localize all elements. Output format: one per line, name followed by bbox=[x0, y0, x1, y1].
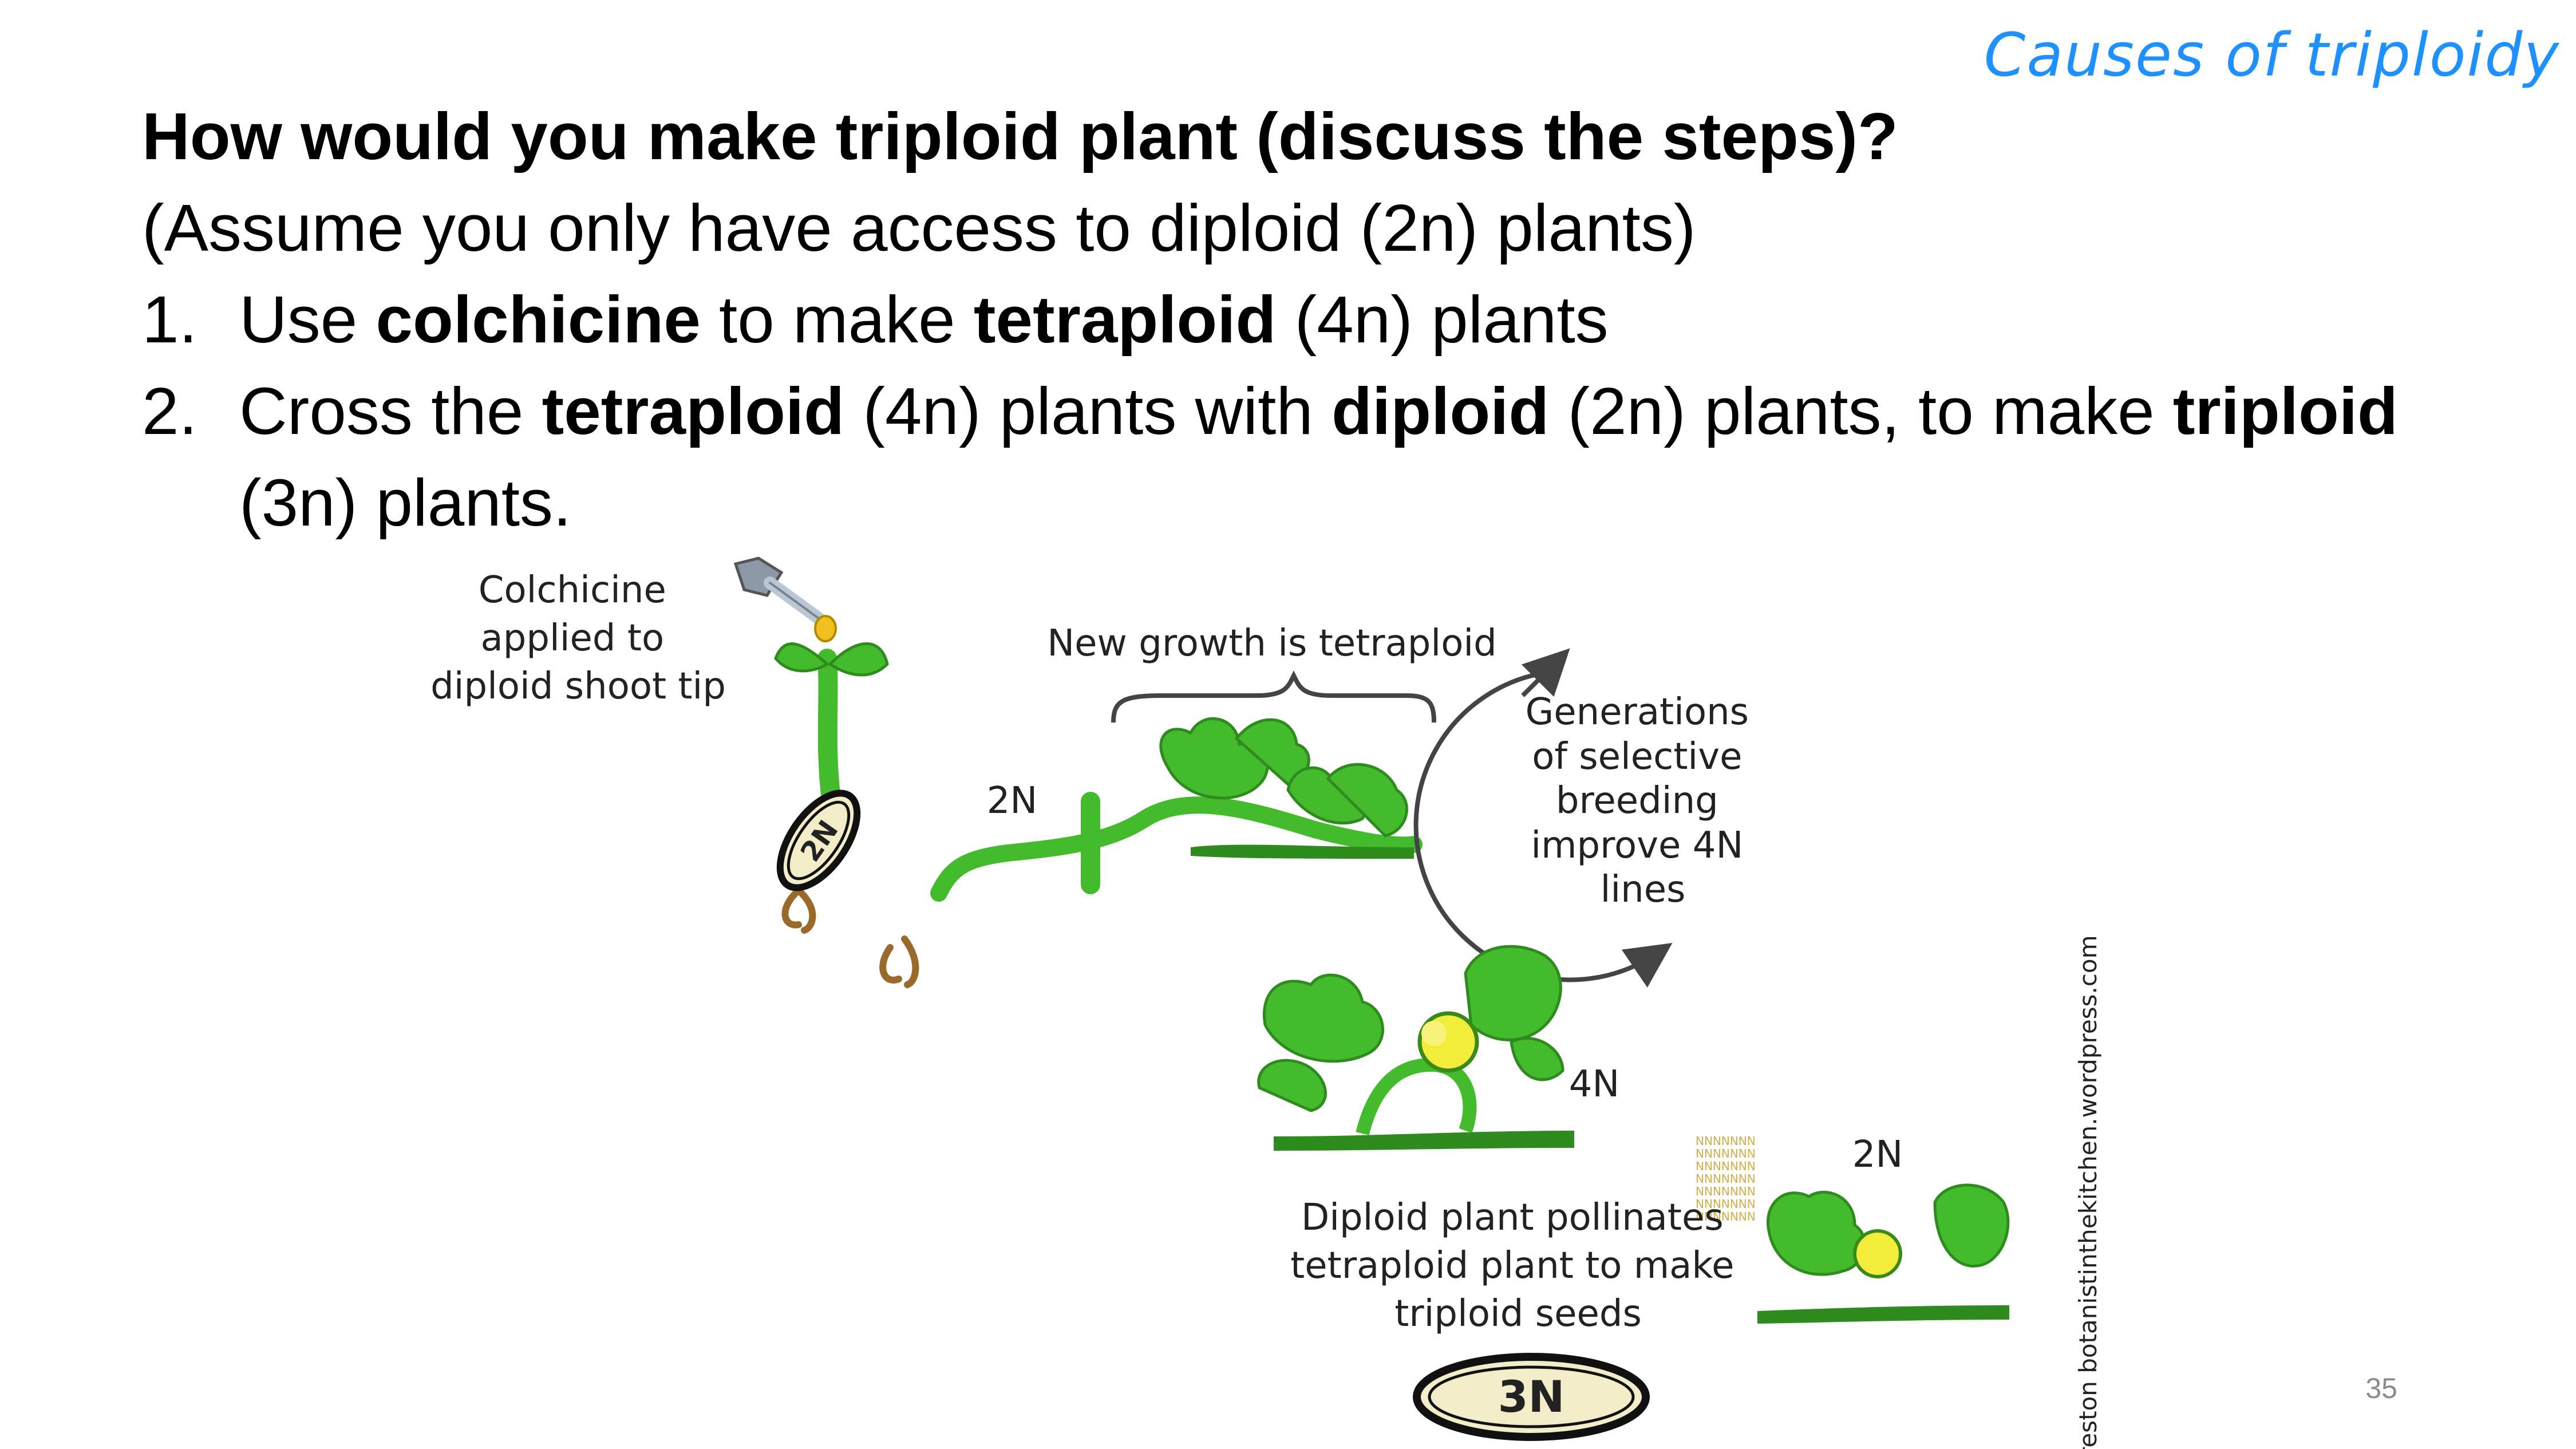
svg-text:NNNNNNN: NNNNNNN bbox=[1696, 1197, 1756, 1211]
slide-body: How would you make triploid plant (discu… bbox=[142, 90, 2518, 548]
breeding-cycle-arrow-top bbox=[1521, 648, 1570, 697]
step-text: (4n) plants bbox=[1276, 282, 1609, 357]
step-keyword: tetraploid bbox=[542, 374, 845, 448]
pollen-cloud: NNNNNNN NNNNNNN NNNNNNN NNNNNNN NNNNNNN … bbox=[1696, 1134, 1756, 1223]
svg-text:NNNNNNN: NNNNNNN bbox=[1696, 1185, 1756, 1198]
corner-title: Causes of triploidy bbox=[1984, 20, 2560, 90]
step-number: 2. bbox=[142, 374, 197, 448]
svg-text:NNNNNNN: NNNNNNN bbox=[1696, 1210, 1756, 1223]
step-keyword: triploid bbox=[2172, 374, 2398, 448]
tetraploid-plant bbox=[1257, 945, 1574, 1151]
question-subtitle: (Assume you only have access to diploid … bbox=[142, 191, 1696, 265]
step-text: Cross the bbox=[239, 374, 542, 448]
steps-list: 1. Use colchicine to make tetraploid (4n)… bbox=[142, 274, 2518, 548]
colchicine-label: Colchicine applied to diploid shoot tip bbox=[430, 569, 726, 708]
step-text: Use bbox=[239, 282, 376, 357]
new-growth-brace bbox=[1111, 670, 1436, 723]
triploid-seed-label: 3N bbox=[1498, 1371, 1565, 1422]
shoot-2n-label: 2N bbox=[987, 780, 1038, 822]
slide-number: 35 bbox=[2365, 1372, 2397, 1404]
new-growth-label: New growth is tetraploid bbox=[1047, 622, 1497, 665]
step-item: 1. Use colchicine to make tetraploid (4n)… bbox=[142, 274, 2518, 365]
diploid-seed-badge: 2N bbox=[776, 789, 861, 891]
step-item: 2.Cross the tetraploid (4n) plants with … bbox=[142, 365, 2518, 548]
image-credit: reston botanistinthekitchen.wordpress.co… bbox=[2074, 935, 2102, 1449]
step-keyword: tetraploid bbox=[973, 282, 1277, 357]
question-title: How would you make triploid plant (discu… bbox=[142, 99, 1898, 173]
step-keyword: colchicine bbox=[376, 282, 701, 357]
tetraploid-label: 4N bbox=[1569, 1063, 1620, 1105]
svg-text:NNNNNNN: NNNNNNN bbox=[1696, 1134, 1756, 1148]
breeding-cycle-arrow bbox=[1413, 670, 1673, 988]
svg-text:NNNNNNN: NNNNNNN bbox=[1696, 1172, 1756, 1186]
step-number: 1. bbox=[142, 282, 197, 357]
breeding-cycle-label: Generations of selective breeding improv… bbox=[1526, 691, 1761, 911]
growing-plant bbox=[879, 717, 1423, 988]
diploid-2n-label: 2N bbox=[1852, 1134, 1903, 1176]
triploid-seed-badge: 3N bbox=[1413, 1353, 1650, 1441]
step-keyword: diploid bbox=[1332, 374, 1550, 448]
step-text: (2n) plants, to make bbox=[1549, 374, 2173, 448]
step-text: (4n) plants with bbox=[844, 374, 1332, 448]
diploid-plant bbox=[1757, 1183, 2010, 1324]
svg-text:NNNNNNN: NNNNNNN bbox=[1696, 1147, 1756, 1160]
dropper-icon bbox=[733, 556, 837, 642]
step-text: to make bbox=[700, 282, 974, 357]
step-text: (3n) plants. bbox=[239, 465, 572, 540]
svg-text:NNNNNNN: NNNNNNN bbox=[1696, 1159, 1756, 1173]
seedling-plant bbox=[774, 642, 889, 934]
pollination-label: Diploid plant pollinates tetraploid plan… bbox=[1290, 1197, 1746, 1335]
